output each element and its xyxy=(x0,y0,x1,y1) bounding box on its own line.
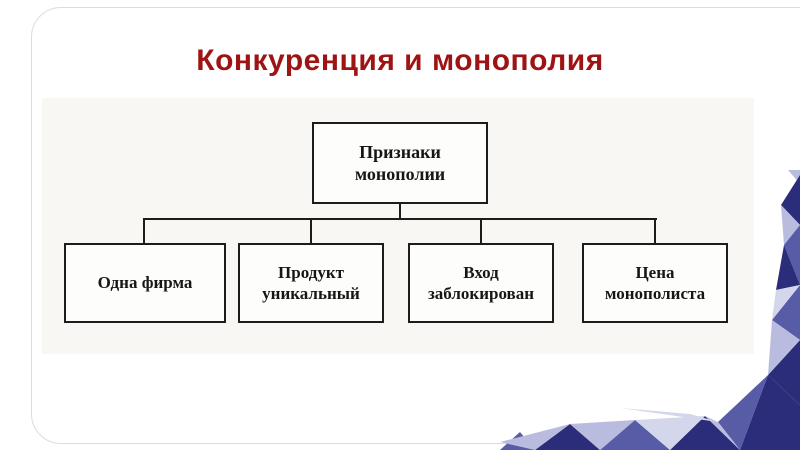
diagram-child-label: Вход заблокирован xyxy=(427,262,535,303)
diagram-child-box-one-firm: Одна фирма xyxy=(64,243,226,323)
diagram-child-label: Цена монополиста xyxy=(604,262,706,303)
connector-drop-4 xyxy=(654,220,656,243)
connector-drop-2 xyxy=(310,220,312,243)
diagram-child-box-unique-product: Продукт уникальный xyxy=(238,243,384,323)
connector-drop-1 xyxy=(143,220,145,243)
diagram-root-box: Признаки монополии xyxy=(312,122,488,204)
diagram-child-label: Продукт уникальный xyxy=(262,262,360,303)
connector-drop-3 xyxy=(480,220,482,243)
connector-horizontal xyxy=(143,218,657,220)
diagram-child-label: Одна фирма xyxy=(97,273,193,293)
diagram-child-box-monopolist-price: Цена монополиста xyxy=(582,243,728,323)
diagram-root-label: Признаки монополии xyxy=(354,141,446,185)
connector-root-stem xyxy=(399,204,401,220)
diagram-child-box-entry-blocked: Вход заблокирован xyxy=(408,243,554,323)
slide-title: Конкуренция и монополия xyxy=(196,44,604,77)
